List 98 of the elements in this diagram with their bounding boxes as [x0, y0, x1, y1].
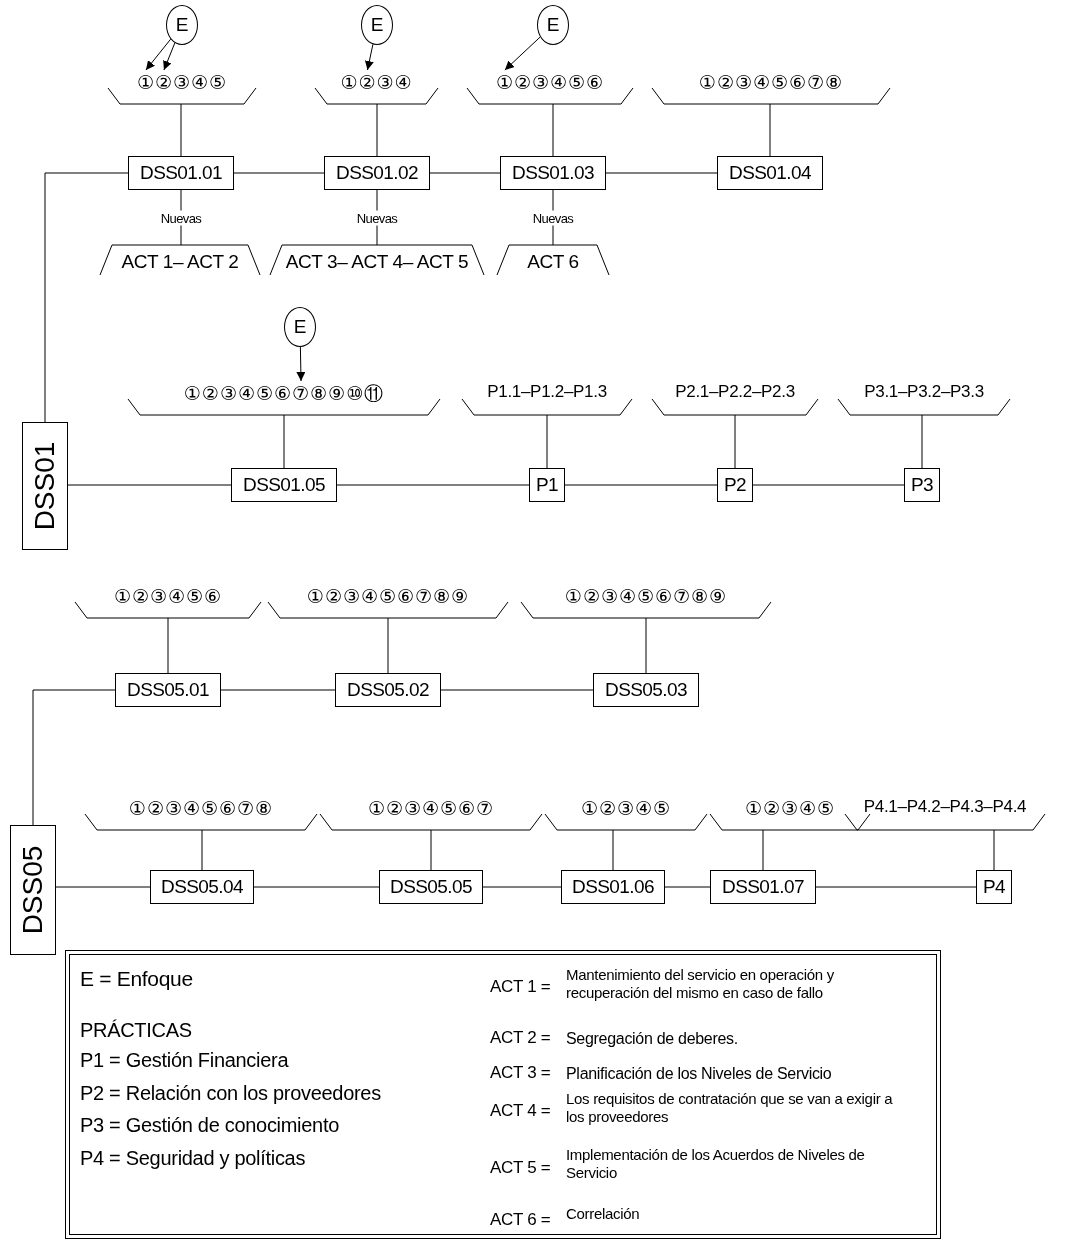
bracket-list: ①②③④⑤⑥⑦⑧: [652, 70, 890, 104]
connector-line: [546, 414, 548, 469]
connector-line: [201, 829, 203, 871]
connector-line: [376, 103, 378, 157]
connector-line: [815, 886, 977, 888]
legend-text: Correlación: [566, 1205, 641, 1223]
connector-line: [440, 689, 594, 691]
connector-line: [32, 689, 116, 826]
process-box: DSS01.01: [128, 156, 234, 190]
legend-text: P1 = Gestión Financiera: [80, 1048, 290, 1072]
connector-line: [482, 886, 562, 888]
process-box: DSS01: [22, 422, 68, 550]
connector-line: [769, 103, 771, 157]
arrow: [504, 36, 541, 71]
process-box: DSS01.06: [561, 870, 665, 904]
process-box: DSS05.05: [379, 870, 483, 904]
process-box: DSS05.01: [115, 673, 221, 707]
process-box: DSS01.03: [500, 156, 606, 190]
arrow: [145, 38, 172, 71]
connector-line: [564, 484, 718, 486]
bracket-list: ①②③④⑤⑥: [467, 70, 633, 104]
connector-line: [233, 172, 325, 174]
legend-text: Segregación de deberes.: [566, 1029, 739, 1049]
process-box: P3: [904, 468, 940, 502]
connector-line: [921, 414, 923, 469]
process-box: DSS05.04: [150, 870, 254, 904]
process-box: P1: [529, 468, 565, 502]
bracket-list: ①②③④⑤: [108, 70, 256, 104]
process-box: DSS05.03: [593, 673, 699, 707]
connector-line: [387, 617, 389, 674]
bracket-list: ①②③④⑤⑥⑦: [320, 796, 542, 830]
legend-text: Implementación de los Acuerdos de Niveles de Servicio: [566, 1146, 866, 1182]
legend-text: P3 = Gestión de conocimiento: [80, 1113, 340, 1137]
legend-key: ACT 1 =: [490, 977, 568, 998]
legend-key: ACT 6 =: [490, 1210, 568, 1231]
bracket-list: ACT 6: [497, 245, 609, 275]
connector-line: [67, 484, 232, 486]
edge-label: Nuevas: [531, 210, 575, 225]
legend-text: Mantenimiento del servicio en operación y recuperación del mismo en caso de fallo: [566, 966, 835, 1002]
arrow: [163, 42, 176, 71]
process-box: DSS01.07: [710, 870, 816, 904]
process-box: DSS01.05: [231, 468, 337, 502]
bracket-list: P3.1–P3.2–P3.3: [838, 381, 1010, 415]
connector-line: [55, 886, 151, 888]
process-box: DSS01.02: [324, 156, 430, 190]
legend-text: Planificación de los Niveles de Servicio: [566, 1064, 833, 1084]
bracket-list: ①②③④⑤⑥⑦⑧⑨: [268, 584, 508, 618]
arrow: [296, 346, 306, 382]
legend-key: ACT 2 =: [490, 1028, 568, 1049]
bracket-list: ACT 1– ACT 2: [100, 245, 260, 275]
connector-line: [552, 103, 554, 157]
process-box: P4: [976, 870, 1012, 904]
connector-line: [605, 172, 718, 174]
connector-line: [762, 829, 764, 871]
focus-circle: E: [284, 307, 316, 347]
bracket-list: ①②③④⑤⑥⑦⑧: [85, 796, 317, 830]
connector-line: [180, 103, 182, 157]
connector-line: [283, 414, 285, 469]
legend-key: ACT 5 =: [490, 1158, 568, 1179]
bracket-list: ①②③④⑤⑥: [75, 584, 261, 618]
bracket-list: ①②③④⑤⑥⑦⑧⑨: [521, 584, 771, 618]
process-box: DSS05: [10, 825, 56, 955]
connector-line: [429, 172, 501, 174]
legend-text: Los requisitos de contratación que se van a exigir a los proveedores: [566, 1090, 894, 1126]
focus-circle: E: [537, 5, 569, 45]
bracket-list: ①②③④⑤⑥⑦⑧⑨⑩⑪: [128, 381, 440, 415]
bracket-list: ACT 3– ACT 4– ACT 5: [270, 245, 484, 275]
bracket-list: P1.1–P1.2–P1.3: [462, 381, 632, 415]
bracket-list: P2.1–P2.2–P2.3: [652, 381, 818, 415]
bracket-list: ①②③④: [315, 70, 438, 104]
connector-line: [253, 886, 380, 888]
edge-label: Nuevas: [355, 210, 399, 225]
legend-key: ACT 4 =: [490, 1101, 568, 1122]
focus-circle: E: [166, 5, 198, 45]
connector-line: [167, 617, 169, 674]
edge-label: Nuevas: [159, 210, 203, 225]
process-box: DSS05.02: [335, 673, 441, 707]
connector-line: [612, 829, 614, 871]
bracket-list: P4.1–P4.2–P4.3–P4.4: [845, 796, 1045, 830]
legend-text: P4 = Seguridad y políticas: [80, 1146, 307, 1170]
connector-line: [430, 829, 432, 871]
connector-line: [44, 172, 129, 423]
arrow: [364, 43, 374, 71]
connector-line: [645, 617, 647, 674]
focus-circle: E: [361, 5, 393, 45]
connector-line: [734, 414, 736, 469]
bracket-list: ①②③④⑤: [545, 796, 707, 830]
process-box: P2: [717, 468, 753, 502]
connector-line: [220, 689, 336, 691]
connector-line: [752, 484, 905, 486]
process-box: DSS01.04: [717, 156, 823, 190]
connector-line: [993, 829, 995, 871]
legend-text: PRÁCTICAS: [80, 1018, 193, 1042]
legend-key: ACT 3 =: [490, 1063, 568, 1084]
connector-line: [336, 484, 530, 486]
connector-line: [664, 886, 711, 888]
legend-text: P2 = Relación con los proveedores: [80, 1081, 382, 1105]
legend-text: E = Enfoque: [80, 966, 194, 992]
